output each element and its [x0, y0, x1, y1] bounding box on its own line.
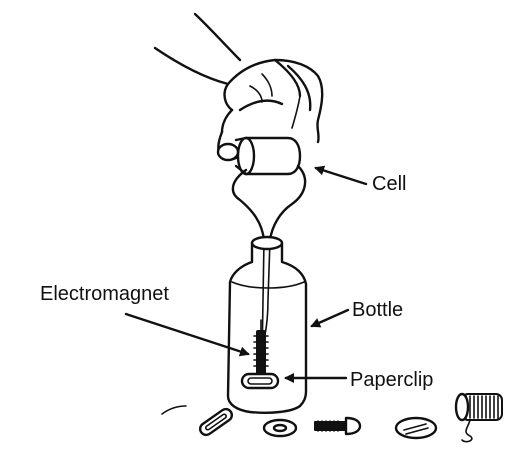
label-arrows [124, 165, 368, 383]
paperclip-icon [198, 407, 234, 437]
cell-battery [216, 136, 302, 176]
label-cell: Cell [372, 173, 406, 195]
stray-wire-icon [161, 405, 187, 415]
label-electromagnet: Electromagnet [40, 283, 169, 305]
label-paperclip: Paperclip [350, 369, 433, 391]
connecting-wires [231, 164, 307, 363]
screw-icon [314, 416, 362, 436]
label-bottle: Bottle [352, 299, 403, 321]
wire-coil-icon [454, 392, 503, 443]
table-items [161, 392, 503, 443]
washer-icon [262, 418, 298, 438]
paperclip-in-bottle [240, 372, 280, 390]
coin-icon [394, 416, 438, 440]
hand-illustration [153, 12, 324, 161]
electromagnet-illustration [253, 319, 269, 374]
bottle-illustration [226, 235, 308, 414]
